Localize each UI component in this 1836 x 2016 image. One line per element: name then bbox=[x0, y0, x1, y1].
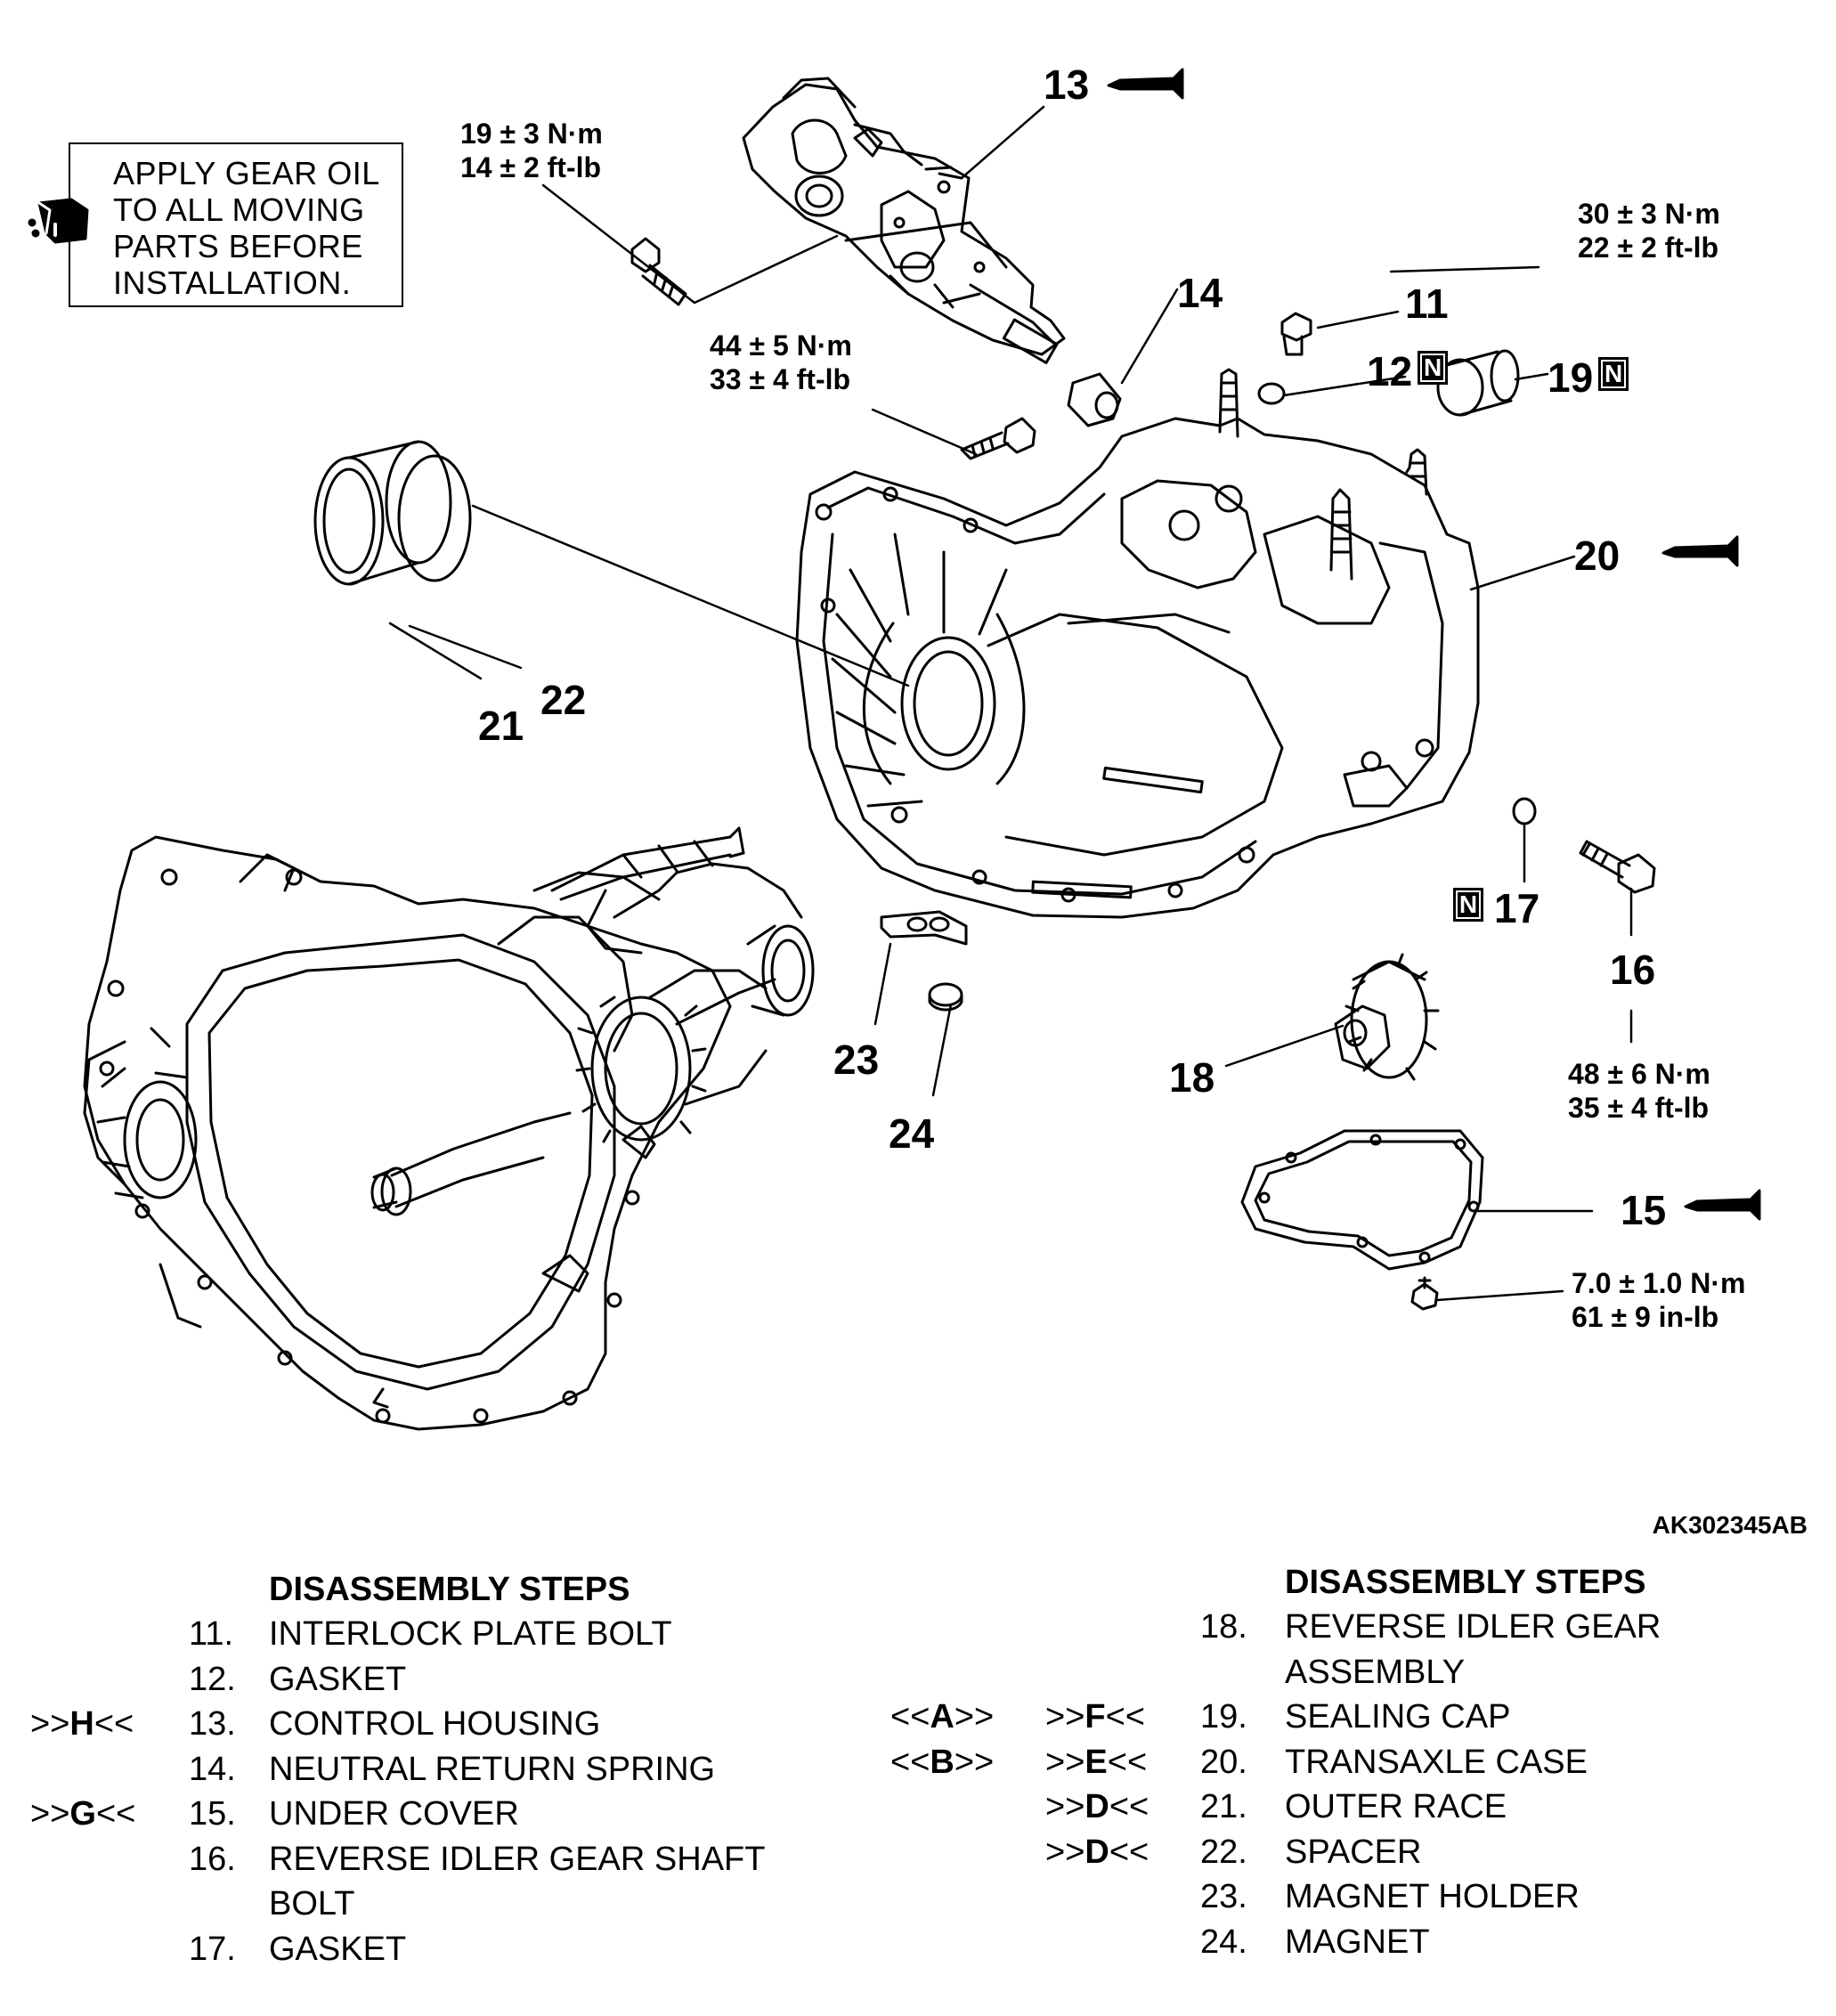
transaxle-case-part bbox=[795, 368, 1480, 919]
gasket-12-part bbox=[1257, 382, 1286, 405]
under-cover-part bbox=[1240, 1129, 1484, 1271]
list-item: >>H<< 13. CONTROL HOUSING bbox=[30, 1705, 601, 1743]
reverse-idler-gear-part bbox=[1334, 953, 1440, 1081]
list-item: 12. GASKET bbox=[189, 1660, 407, 1698]
list-item: <<B>> >>E<< 20. TRANSAXLE CASE bbox=[890, 1743, 1588, 1781]
callout-11: 11 bbox=[1405, 280, 1449, 327]
callout-14: 14 bbox=[1177, 270, 1223, 316]
list-item: 14. NEUTRAL RETURN SPRING bbox=[189, 1750, 716, 1788]
control-housing-bolt bbox=[630, 237, 687, 306]
sealant-icon-13 bbox=[1107, 68, 1184, 100]
callout-22: 22 bbox=[540, 677, 587, 723]
callout-23: 23 bbox=[833, 1036, 880, 1083]
callout-16: 16 bbox=[1610, 947, 1656, 993]
figure-code: AK302345AB bbox=[1652, 1511, 1808, 1539]
magnet-part bbox=[928, 982, 963, 1012]
interlock-plate-bolt bbox=[1280, 312, 1312, 356]
list-item: BOLT bbox=[269, 1885, 355, 1923]
transaxle-assembly-part bbox=[83, 826, 815, 1431]
note-line-3: PARTS BEFORE bbox=[113, 228, 363, 264]
new-part-icon: N bbox=[1418, 351, 1449, 385]
callout-18: 18 bbox=[1169, 1054, 1215, 1101]
list-item: 17. GASKET bbox=[189, 1930, 407, 1968]
reverse-idler-shaft-bolt bbox=[1579, 840, 1656, 894]
callout-20: 20 bbox=[1574, 532, 1621, 579]
new-part-icon: N bbox=[1453, 888, 1483, 922]
note-line-2: TO ALL MOVING bbox=[113, 191, 365, 228]
torque-spec-shaft-bolt: 48 ± 6 N·m 35 ± 4 ft-lb bbox=[1568, 1058, 1710, 1124]
torque-spec-control-housing: 19 ± 3 N·m 14 ± 2 ft-lb bbox=[460, 118, 603, 183]
sealant-icon-15 bbox=[1684, 1189, 1761, 1221]
list-item: 18. REVERSE IDLER GEAR bbox=[1200, 1608, 1661, 1646]
outer-race-part bbox=[313, 440, 452, 586]
steps-heading: DISASSEMBLY STEPS bbox=[269, 1571, 630, 1608]
callout-24: 24 bbox=[889, 1110, 935, 1157]
control-housing-part bbox=[742, 77, 1066, 364]
list-item: >>D<< 22. SPACER bbox=[1045, 1833, 1422, 1871]
gear-oil-note: APPLY GEAR OIL TO ALL MOVING PARTS BEFOR… bbox=[69, 142, 403, 307]
under-cover-bolt bbox=[1410, 1276, 1439, 1311]
list-item: ASSEMBLY bbox=[1285, 1653, 1466, 1691]
callout-13: 13 bbox=[1044, 61, 1090, 108]
steps-heading: DISASSEMBLY STEPS bbox=[1285, 1564, 1646, 1601]
list-item: >>D<< 21. OUTER RACE bbox=[1045, 1788, 1507, 1825]
torque-spec-case-bolt: 44 ± 5 N·m 33 ± 4 ft-lb bbox=[710, 329, 852, 395]
magnet-holder-part bbox=[880, 910, 968, 946]
sealant-tube-icons bbox=[1107, 68, 1761, 1221]
new-part-icon: N bbox=[1598, 357, 1629, 391]
note-line-1: APPLY GEAR OIL bbox=[113, 155, 380, 191]
oil-can-icon bbox=[28, 198, 89, 244]
leader-lines bbox=[388, 105, 1633, 1302]
sealing-cap-part bbox=[1436, 349, 1520, 417]
sealant-icon-20 bbox=[1661, 535, 1739, 567]
list-item: 24. MAGNET bbox=[1200, 1923, 1430, 1961]
callout-15: 15 bbox=[1621, 1187, 1667, 1233]
callout-21: 21 bbox=[478, 703, 524, 749]
neutral-return-spring-part bbox=[1067, 372, 1122, 427]
list-item: >>G<< 15. UNDER COVER bbox=[30, 1795, 519, 1833]
case-bolt bbox=[960, 417, 1036, 460]
list-item: 16. REVERSE IDLER GEAR SHAFT bbox=[189, 1840, 766, 1878]
torque-spec-interlock-bolt: 30 ± 3 N·m 22 ± 2 ft-lb bbox=[1578, 198, 1720, 264]
torque-spec-under-cover: 7.0 ± 1.0 N·m 61 ± 9 in-lb bbox=[1572, 1267, 1746, 1333]
note-line-4: INSTALLATION. bbox=[113, 264, 352, 301]
list-item: 11. INTERLOCK PLATE BOLT bbox=[189, 1615, 672, 1653]
spacer-part bbox=[397, 454, 472, 582]
list-item: 23. MAGNET HOLDER bbox=[1200, 1878, 1580, 1915]
gasket-17-part bbox=[1512, 797, 1537, 825]
list-item: <<A>> >>F<< 19. SEALING CAP bbox=[890, 1698, 1511, 1736]
